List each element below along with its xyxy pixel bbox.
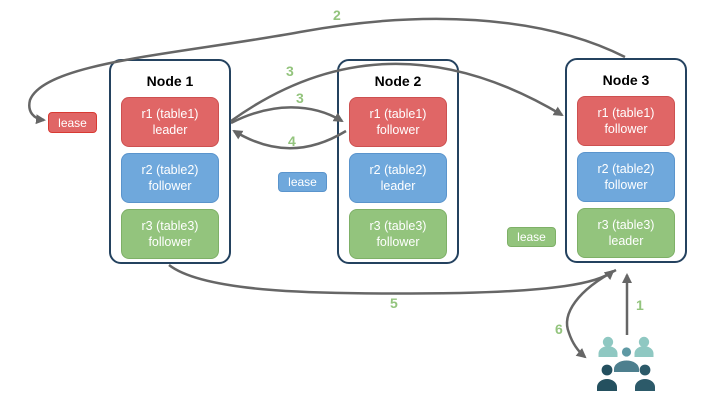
arrow-step-5 xyxy=(168,264,615,295)
step-1-label: 1 xyxy=(636,297,644,313)
replica-range-label: r3 (table3) xyxy=(597,217,655,232)
node-3-card: Node 3 r1 (table1) follower r2 (table2) … xyxy=(565,58,687,263)
node-3-replica-r3: r3 (table3) leader xyxy=(577,208,675,258)
node-2-replica-r1: r1 (table1) follower xyxy=(349,97,447,147)
node-1-title: Node 1 xyxy=(146,73,194,89)
replica-role-label: leader xyxy=(608,234,644,248)
replica-range-label: r3 (table3) xyxy=(369,218,427,233)
lease-badge-green: lease xyxy=(507,227,556,247)
replica-range-label: r1 (table1) xyxy=(369,106,427,121)
replica-range-label: r1 (table1) xyxy=(141,106,199,121)
arrow-step-6 xyxy=(565,268,617,359)
replica-range-label: r1 (table1) xyxy=(597,105,655,120)
node-3-replica-r1: r1 (table1) follower xyxy=(577,96,675,146)
users-icon xyxy=(597,336,655,391)
step-4-label: 4 xyxy=(288,133,296,149)
node-1-replica-r1: r1 (table1) leader xyxy=(121,97,219,147)
replica-role-label: follower xyxy=(376,235,420,249)
lease-badge-blue: lease xyxy=(278,172,327,192)
step-6-label: 6 xyxy=(555,321,563,337)
replica-role-label: follower xyxy=(604,178,648,192)
node-1-replica-r2: r2 (table2) follower xyxy=(121,153,219,203)
step-3-label-to-node2: 3 xyxy=(296,90,304,106)
node-2-replica-r2: r2 (table2) leader xyxy=(349,153,447,203)
node-3-title: Node 3 xyxy=(602,72,650,88)
replica-role-label: follower xyxy=(148,235,192,249)
node-2-replica-r3: r3 (table3) follower xyxy=(349,209,447,259)
node-1-replica-r3: r3 (table3) follower xyxy=(121,209,219,259)
replica-role-label: leader xyxy=(152,123,188,137)
replica-role-label: follower xyxy=(148,179,192,193)
node-3-replica-r2: r2 (table2) follower xyxy=(577,152,675,202)
node-1-card: Node 1 r1 (table1) leader r2 (table2) fo… xyxy=(109,59,231,264)
replica-role-label: follower xyxy=(604,122,648,136)
replica-range-label: r3 (table3) xyxy=(141,218,199,233)
lease-badge-red: lease xyxy=(48,112,97,133)
node-2-title: Node 2 xyxy=(374,73,422,89)
arrow-step-3-to-node2 xyxy=(230,106,344,125)
step-3-label-to-node3: 3 xyxy=(286,63,294,79)
replica-range-label: r2 (table2) xyxy=(597,161,655,176)
replica-range-label: r2 (table2) xyxy=(369,162,427,177)
step-5-label: 5 xyxy=(390,295,398,311)
node-2-card: Node 2 r1 (table1) follower r2 (table2) … xyxy=(337,59,459,264)
replica-role-label: leader xyxy=(380,179,416,193)
replica-range-label: r2 (table2) xyxy=(141,162,199,177)
step-2-label: 2 xyxy=(333,7,341,23)
replica-role-label: follower xyxy=(376,123,420,137)
